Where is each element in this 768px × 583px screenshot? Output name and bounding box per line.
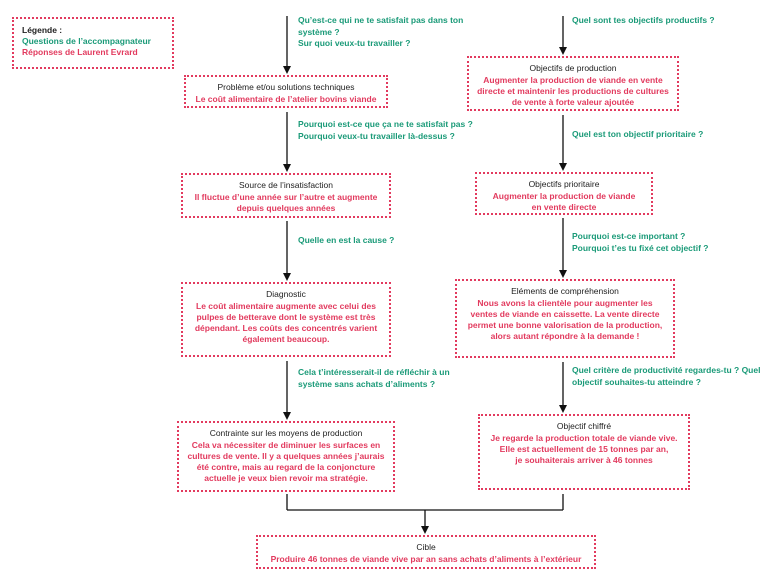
- right-box-priority-title: Objectifs prioritaire: [528, 179, 600, 189]
- left-question-2: Pourquoi est-ce que ça ne te satisfait p…: [298, 119, 473, 141]
- left-box-source-title: Source de l’insatisfaction: [238, 180, 334, 190]
- right-box-understanding-title: Eléments de compréhension: [511, 286, 619, 296]
- left-box-problem-title: Problème et/ou solutions techniques: [217, 82, 355, 92]
- left-question-4: Cela t’intéresserait-il de réfléchir à u…: [298, 367, 450, 389]
- legend: Légende : Questions de l’accompagnateur …: [12, 17, 174, 69]
- right-question-1: Quel sont tes objectifs productifs ?: [572, 15, 715, 25]
- target-box: Cible Produire 46 tonnes de viande vive …: [256, 535, 596, 569]
- left-box-diagnostic-body: Le coût alimentaire augmente avec celui …: [194, 301, 378, 344]
- left-box-source-body: Il fluctue d’une année sur l’autre et au…: [194, 192, 378, 213]
- left-question-1: Qu’est-ce qui ne te satisfait pas dans t…: [298, 15, 464, 48]
- left-box-constraint: Contrainte sur les moyens de production …: [177, 421, 395, 492]
- right-question-2: Quel est ton objectif prioritaire ?: [572, 129, 704, 139]
- left-question-3: Quelle en est la cause ?: [298, 235, 395, 245]
- right-box-quantified-body: Je regarde la production totale de viand…: [490, 433, 678, 465]
- left-box-constraint-body: Cela va nécessiter de diminuer les surfa…: [187, 440, 385, 483]
- right-box-quantified: Objectif chiffré Je regarde la productio…: [478, 414, 690, 490]
- right-box-objectives-title: Objectifs de production: [529, 63, 617, 73]
- right-box-objectives-body: Augmenter la production de viande en ven…: [477, 75, 669, 107]
- legend-answers: Réponses de Laurent Evrard: [22, 47, 138, 57]
- right-box-understanding-body: Nous avons la clientèle pour augmenter l…: [467, 298, 663, 341]
- target-body: Produire 46 tonnes de viande vive par an…: [270, 554, 582, 564]
- left-box-problem: Problème et/ou solutions techniques Le c…: [184, 75, 388, 108]
- target-title: Cible: [416, 542, 436, 552]
- legend-questions: Questions de l’accompagnateur: [22, 36, 151, 46]
- right-box-understanding: Eléments de compréhension Nous avons la …: [455, 279, 675, 358]
- left-box-constraint-title: Contrainte sur les moyens de production: [209, 428, 363, 438]
- left-box-problem-body: Le coût alimentaire de l’atelier bovins …: [195, 94, 377, 104]
- right-box-priority-body: Augmenter la production de viande en ven…: [492, 191, 636, 212]
- left-box-diagnostic-title: Diagnostic: [266, 289, 306, 299]
- right-box-objectives: Objectifs de production Augmenter la pro…: [467, 56, 679, 111]
- right-box-quantified-title: Objectif chiffré: [556, 421, 612, 431]
- right-question-4: Quel critère de productivité regardes-tu…: [572, 365, 761, 387]
- right-box-priority: Objectifs prioritaire Augmenter la produ…: [475, 172, 653, 215]
- legend-title: Légende :: [22, 25, 63, 35]
- right-question-3: Pourquoi est-ce important ? Pourquoi t’e…: [572, 231, 709, 253]
- left-box-diagnostic: Diagnostic Le coût alimentaire augmente …: [181, 282, 391, 357]
- left-box-source: Source de l’insatisfaction Il fluctue d’…: [181, 173, 391, 218]
